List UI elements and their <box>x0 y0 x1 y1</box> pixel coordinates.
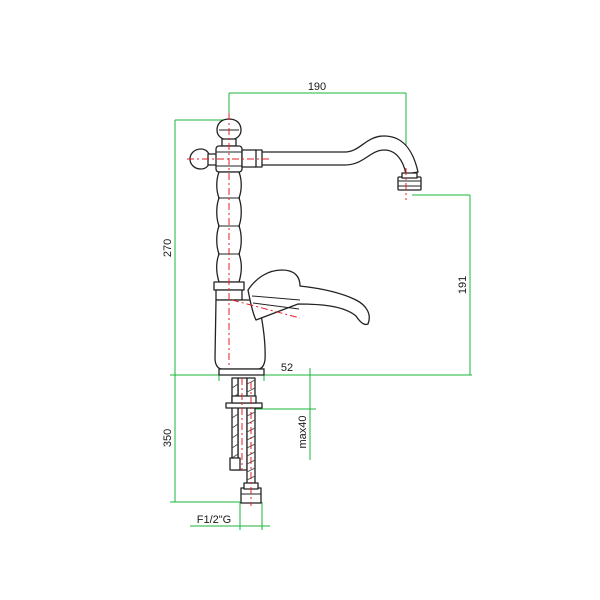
dim-191-label: 191 <box>457 276 469 294</box>
lever-handle <box>247 269 370 326</box>
dim-52-label: 52 <box>281 362 293 374</box>
base-plate <box>218 368 265 376</box>
dimension-lines <box>170 92 472 530</box>
dim-thread-label: F1/2"G <box>197 514 231 526</box>
fixing-washer <box>225 402 263 409</box>
lever-centerline <box>231 299 301 319</box>
center-lines <box>187 113 407 506</box>
hose-left-end <box>229 457 241 471</box>
dim-max40-label: max40 <box>297 415 309 448</box>
aerator-neck <box>401 172 418 179</box>
mixer-body <box>214 299 266 370</box>
under-deck-fittings <box>225 377 263 504</box>
faucet-body <box>189 118 422 376</box>
dim-350-label: 350 <box>162 429 174 447</box>
dimension-labels: 190 270 191 52 max40 350 F1/2"G <box>162 81 469 526</box>
dim-190-label: 190 <box>308 81 326 93</box>
fixing-nut <box>231 395 257 404</box>
aerator <box>397 176 422 191</box>
dim-270-label: 270 <box>162 239 174 257</box>
spout <box>257 135 419 175</box>
